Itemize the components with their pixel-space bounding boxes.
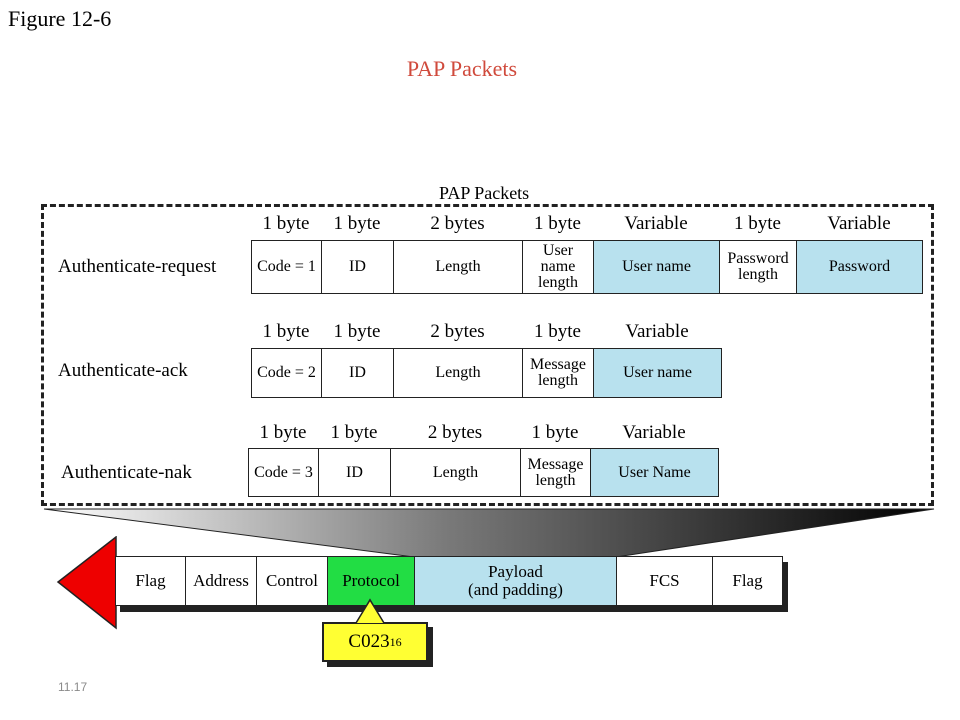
figure-label: Figure 12-6	[8, 6, 112, 31]
size-label: 1 byte	[262, 321, 310, 342]
field-length: Length	[393, 240, 523, 294]
size-label: 1 byte	[333, 321, 381, 342]
field-user-name: User Name	[590, 448, 719, 497]
size-label: Variable	[624, 213, 688, 234]
row-label-authenticate-request: Authenticate-request	[58, 256, 217, 277]
field-user-name: User name	[593, 348, 722, 398]
row-label-authenticate-ack: Authenticate-ack	[58, 360, 188, 381]
pap-packets-box	[41, 204, 934, 506]
field-id: ID	[321, 240, 394, 294]
size-label: 1 byte	[534, 213, 581, 234]
size-label: 2 bytes	[427, 422, 483, 443]
slide-title: PAP Packets	[406, 56, 518, 81]
page-number: 11.17	[58, 680, 88, 694]
size-label: 2 bytes	[430, 213, 485, 234]
size-label: 1 byte	[259, 422, 307, 443]
callout-pointer-overlay	[355, 598, 385, 624]
frame-field-address: Address	[185, 556, 257, 606]
size-label: 1 byte	[333, 213, 381, 234]
field-password-length: Password length	[719, 240, 797, 294]
field-message-length: Message length	[522, 348, 594, 398]
frame-field-flag: Flag	[712, 556, 783, 606]
field-code: Code = 2	[251, 348, 322, 398]
size-label: 1 byte	[534, 321, 581, 342]
size-label: 1 byte	[262, 213, 310, 234]
field-user-name-length: User name length	[522, 240, 594, 294]
size-label: Variable	[827, 213, 891, 234]
diagram-title: PAP Packets	[439, 183, 530, 203]
field-length: Length	[393, 348, 523, 398]
row-label-authenticate-nak: Authenticate-nak	[61, 462, 192, 483]
frame-field-payload: Payload (and padding)	[414, 556, 617, 606]
field-id: ID	[318, 448, 391, 497]
size-label: 1 byte	[734, 213, 781, 234]
size-label: Variable	[625, 321, 689, 342]
size-label: Variable	[622, 422, 686, 443]
direction-arrow	[56, 536, 117, 630]
field-length: Length	[390, 448, 521, 497]
frame-field-control: Control	[256, 556, 328, 606]
frame-field-flag: Flag	[115, 556, 186, 606]
size-label: 2 bytes	[430, 321, 485, 342]
field-user-name: User name	[593, 240, 720, 294]
frame-field-fcs: FCS	[616, 556, 713, 606]
field-code: Code = 1	[251, 240, 322, 294]
size-label: 1 byte	[531, 422, 579, 443]
size-label: 1 byte	[330, 422, 378, 443]
field-password: Password	[796, 240, 923, 294]
frame-field-protocol: Protocol	[327, 556, 415, 606]
